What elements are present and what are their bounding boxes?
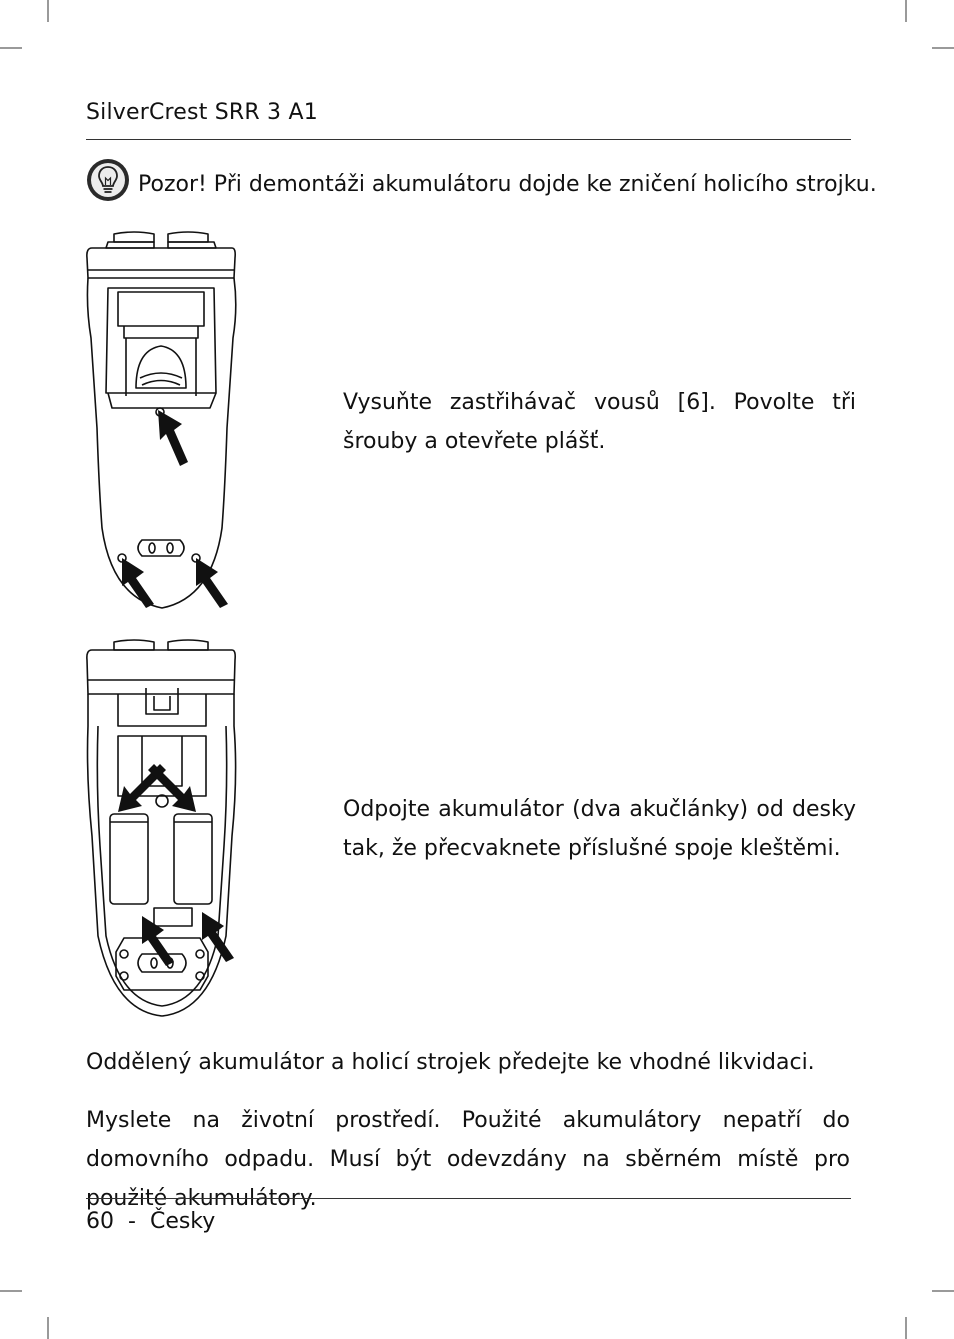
- step-text: Vysuňte zastřihávač vousů [6]. Povolte t…: [343, 390, 856, 454]
- crop-mark: [0, 1290, 22, 1292]
- crop-mark: [932, 47, 954, 49]
- crop-mark: [0, 47, 22, 49]
- footer-separator: -: [128, 1209, 136, 1234]
- crop-mark: [932, 1290, 954, 1292]
- body-paragraph: Myslete na životní prostředí. Použité ak…: [86, 1108, 850, 1211]
- body-paragraph: Oddělený akumulátor a holicí strojek pře…: [86, 1050, 815, 1075]
- footer-language: Česky: [149, 1209, 216, 1234]
- page-number: 60: [86, 1209, 114, 1234]
- crop-mark: [47, 0, 49, 22]
- crop-mark: [905, 1317, 907, 1339]
- crop-mark: [47, 1317, 49, 1339]
- shaver-back-illustration: [86, 231, 237, 609]
- warning-text: Pozor! Při demontáži akumulátoru dojde k…: [138, 172, 877, 197]
- warning-notice: Pozor! Při demontáži akumulátoru dojde k…: [86, 158, 877, 208]
- lightbulb-icon: [87, 159, 129, 201]
- header-rule: [86, 139, 851, 140]
- shaver-open-battery-illustration: [86, 639, 237, 1017]
- header-title: SilverCrest SRR 3 A1: [86, 100, 318, 125]
- page-footer: 60 - Česky: [86, 1209, 215, 1234]
- step-text: Odpojte akumulátor (dva akučlánky) od de…: [343, 797, 856, 861]
- crop-mark: [905, 0, 907, 22]
- footer-rule: [86, 1198, 851, 1199]
